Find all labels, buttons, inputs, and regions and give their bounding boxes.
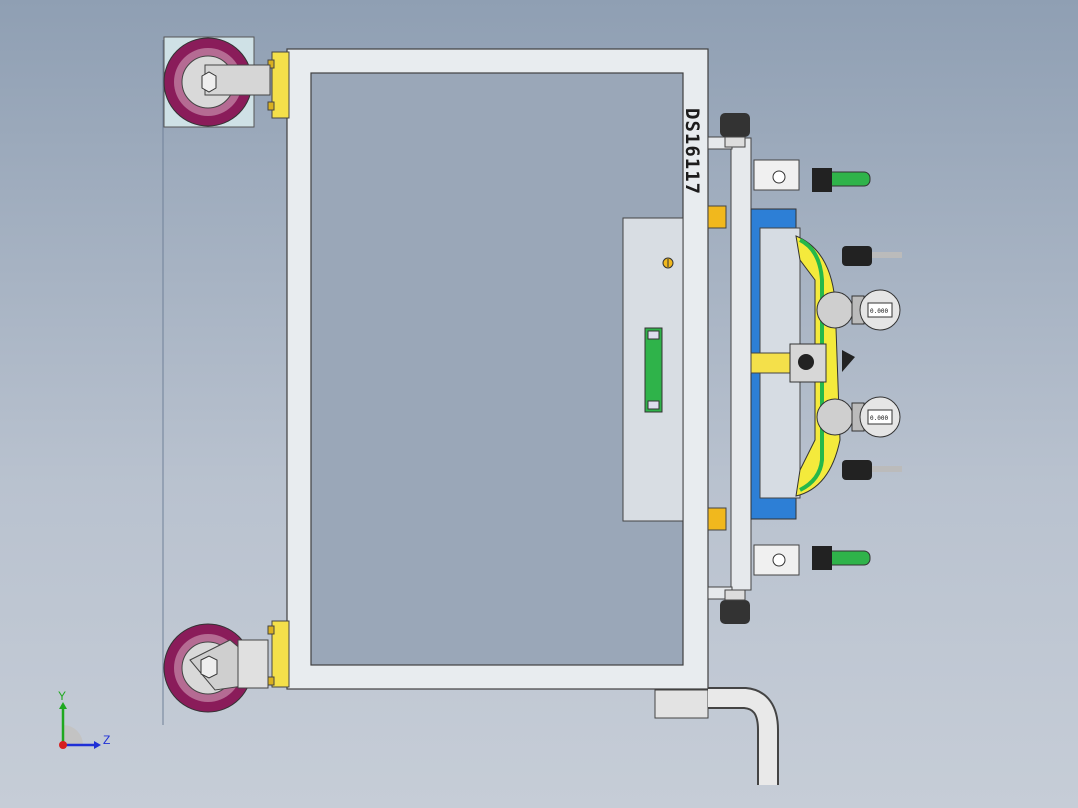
fixture-base-plate[interactable] bbox=[707, 136, 752, 600]
handle-bar-icon[interactable] bbox=[644, 327, 663, 413]
part-label: DS16117 bbox=[681, 108, 703, 195]
handle-bar-icon[interactable] bbox=[753, 159, 871, 192]
clamp-icon[interactable] bbox=[842, 246, 902, 266]
coordinate-triad-icon: Y Z bbox=[58, 689, 110, 749]
cart-frame[interactable] bbox=[286, 48, 709, 690]
clamp-icon[interactable] bbox=[720, 589, 750, 624]
caster-wheel-icon[interactable] bbox=[163, 36, 271, 128]
dial-gauge-icon[interactable]: 0.000 bbox=[816, 289, 901, 331]
gauge-reading: 0.000 bbox=[870, 415, 888, 422]
clamp-icon[interactable] bbox=[842, 460, 902, 480]
mount-plate-bottom bbox=[267, 620, 290, 688]
dial-gauge-icon[interactable]: 0.000 bbox=[816, 396, 901, 438]
tow-handle[interactable] bbox=[654, 687, 779, 785]
clamp-icon[interactable] bbox=[720, 113, 750, 148]
y-axis-label: Y bbox=[58, 689, 66, 703]
handle-bar-icon[interactable] bbox=[753, 544, 871, 576]
mount-plate-top bbox=[267, 51, 290, 119]
gauge-reading: 0.000 bbox=[870, 308, 888, 315]
caster-wheel-icon[interactable] bbox=[163, 623, 269, 713]
z-axis-label: Z bbox=[103, 733, 110, 747]
